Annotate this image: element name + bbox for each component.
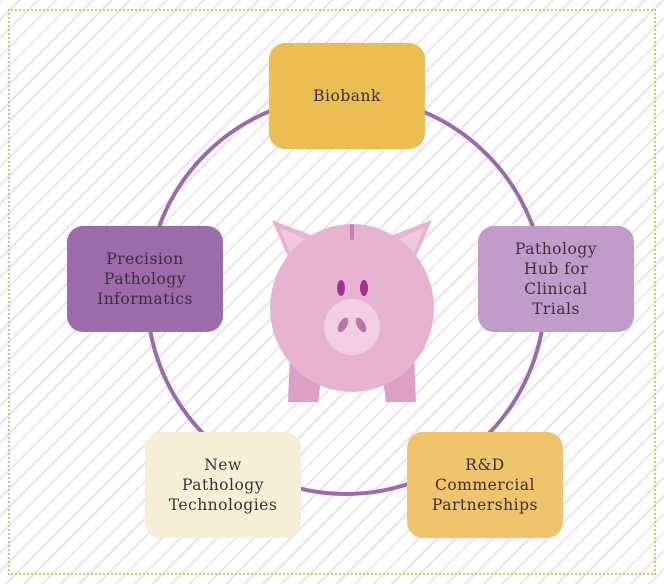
node-biobank: Biobank: [269, 43, 425, 149]
node-pathology-hub-clinical-trials: Pathology Hub for Clinical Trials: [478, 226, 634, 332]
piggy-bank-icon: [270, 220, 434, 402]
node-precision-pathology-informatics: Precision Pathology Informatics: [67, 226, 223, 332]
node-new-pathology-technologies: New Pathology Technologies: [145, 432, 301, 538]
dotted-border: [8, 9, 656, 575]
node-rd-commercial-partnerships: R&D Commercial Partnerships: [407, 432, 563, 538]
